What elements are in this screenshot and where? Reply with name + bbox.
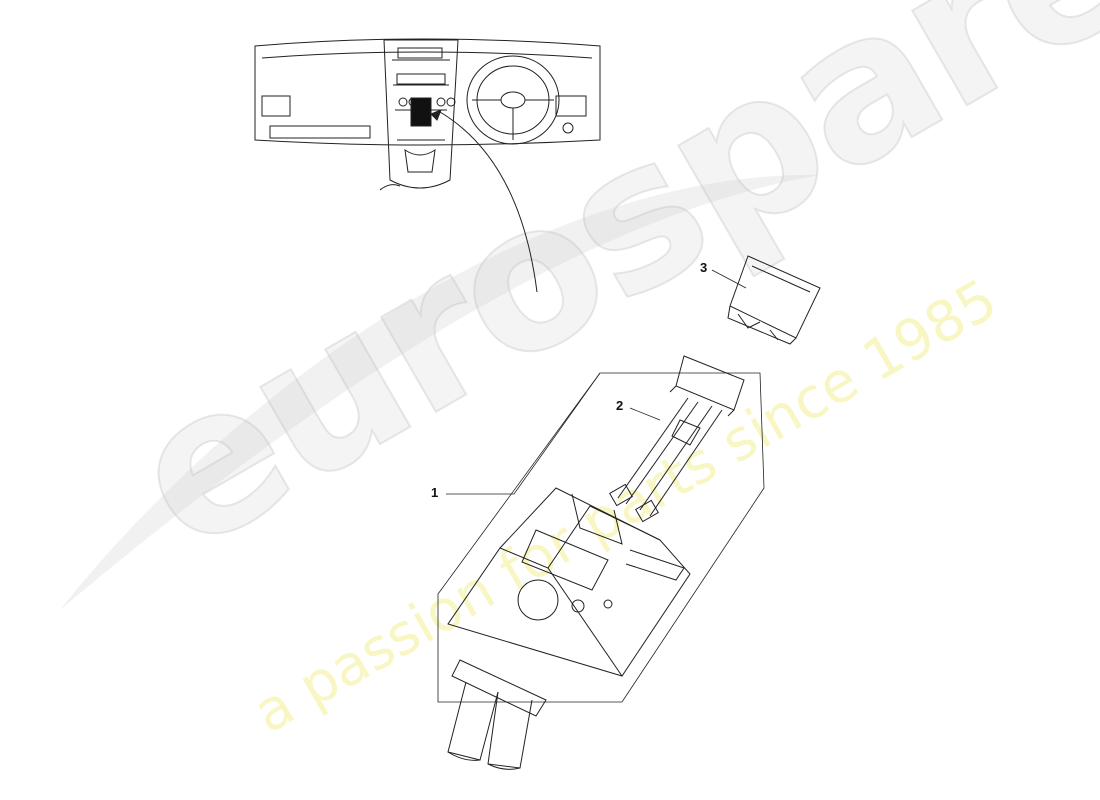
part-3-cap xyxy=(727,255,821,345)
callout-2: 2 xyxy=(616,398,624,413)
leader-2 xyxy=(629,407,661,421)
leader-1 xyxy=(446,372,601,495)
callout-3: 3 xyxy=(700,260,708,275)
locator-arrow xyxy=(439,111,538,293)
part-1-ignition-body xyxy=(447,487,691,770)
dashboard-illustration xyxy=(254,38,601,191)
callout-1: 1 xyxy=(431,485,439,500)
leader-3 xyxy=(711,269,747,289)
part-2-screws xyxy=(609,355,745,523)
assembly-frame xyxy=(437,372,765,703)
